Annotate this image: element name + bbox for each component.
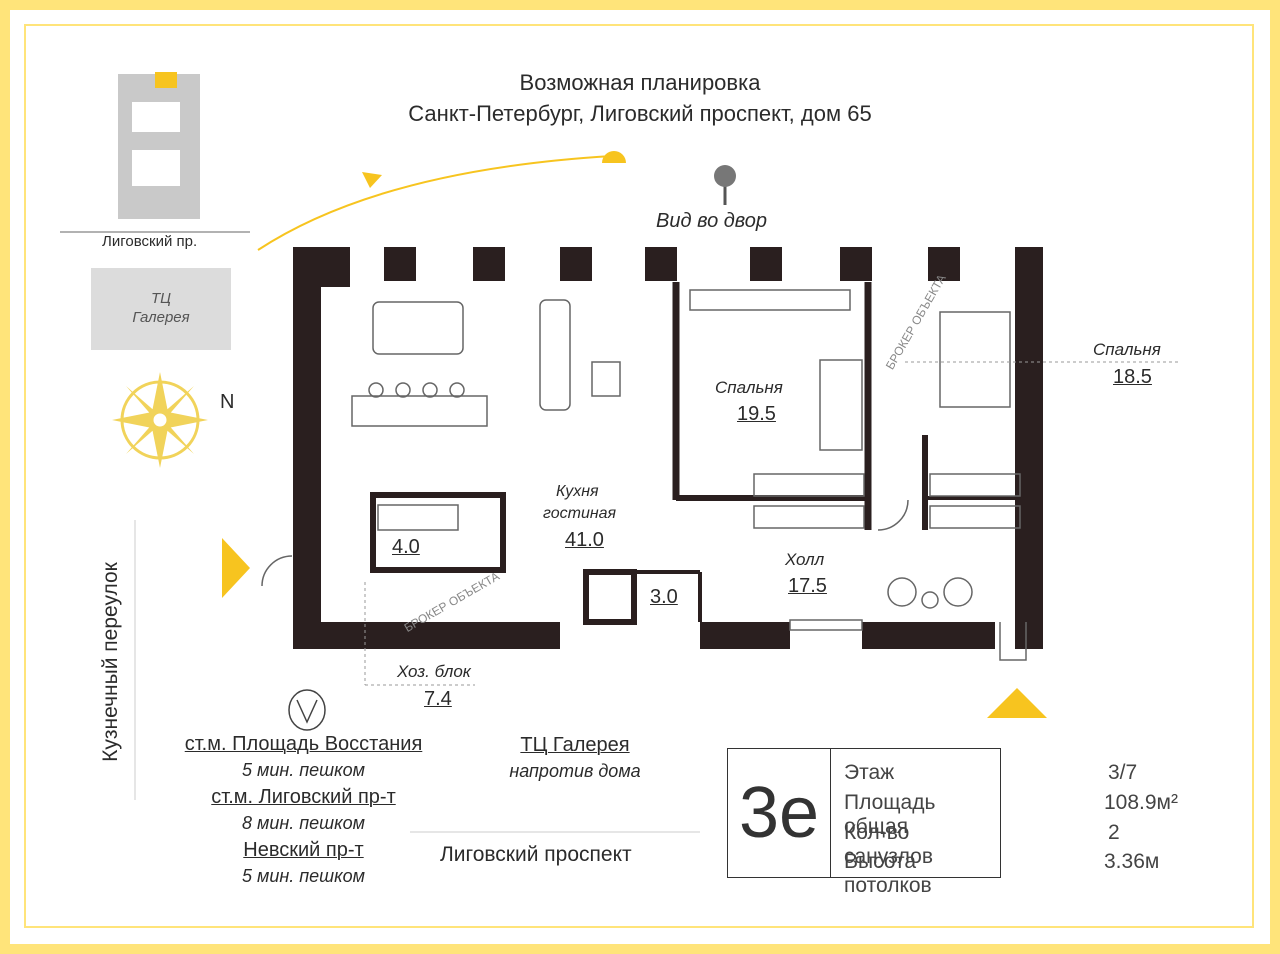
transport-name: ст.м. Площадь Восстания [184,733,423,755]
info-value-bathrooms: 2 [1108,821,1120,844]
info-value-ceiling: 3.36м [1104,850,1160,873]
room-area-hall: 17.5 [788,575,827,597]
info-value-area: 108.9м² [1104,791,1178,814]
mall-label-line1: ТЦ [150,290,172,307]
compass-north-label: N [220,391,235,413]
unit-number: 3е [728,749,831,877]
info-label-ceiling: Высота потолков [844,850,932,897]
furniture [261,289,1027,661]
side-street-label: Кузнечный переулок [99,562,122,762]
mall-note-name: ТЦ Галерея [520,734,630,756]
mall-note-text: напротив дома [509,761,641,781]
room-area-utility: 7.4 [424,688,452,710]
street-label-ligovsky: Лиговский пр. [102,233,198,250]
info-label-bathrooms: Кол-во санузлов [844,821,933,868]
info-label-floor: Этаж [844,761,895,784]
frame-border [24,24,1254,928]
transport-time: 5 мин. пешком [242,760,365,780]
room-name-kitchen-2: гостиная [543,505,617,522]
transport-name: ст.м. Лиговский пр-т [211,786,396,808]
interior-walls [370,282,1015,625]
room-name-bedroom-1: Спальня [715,378,783,397]
sun-path-arrow [257,151,626,251]
view-label: Вид во двор [656,210,768,232]
exterior-walls [293,247,1043,649]
view-pin-icon [714,165,736,205]
bottom-street-label: Лиговский проспект [440,843,632,866]
room-area-bathroom-1: 4.0 [392,536,420,558]
page-address: Санкт-Петербург, Лиговский проспект, дом… [408,101,872,126]
page-title: Возможная планировка [519,70,761,95]
room-name-kitchen: Кухня [556,483,599,500]
room-area-bedroom-1: 19.5 [737,403,776,425]
room-area-kitchen: 41.0 [565,529,604,551]
room-area-bedroom-2: 18.5 [1113,366,1152,388]
building-schematic [60,72,250,350]
transport-name: Невский пр-т [243,839,364,861]
info-label-area: Площадь общая [844,791,936,838]
room-name-bedroom-2: Спальня [1093,340,1161,359]
entrance-marker-bottom [987,688,1047,718]
transport-time: 8 мин. пешком [242,813,365,833]
room-name-hall: Холл [785,550,825,569]
entrance-marker-left [222,538,250,598]
page-frame [10,10,1270,944]
mall-label-line2: Галерея [132,309,190,326]
transport-time: 5 мин. пешком [242,866,365,886]
metro-icon [288,689,326,731]
info-box: 3е Этаж 3/7 Площадь общая 108.9м² Кол-во… [727,748,1178,897]
room-name-utility: Хоз. блок [397,662,471,681]
room-area-bathroom-2: 3.0 [650,586,678,608]
compass-icon [112,372,208,468]
info-value-floor: 3/7 [1108,761,1138,784]
